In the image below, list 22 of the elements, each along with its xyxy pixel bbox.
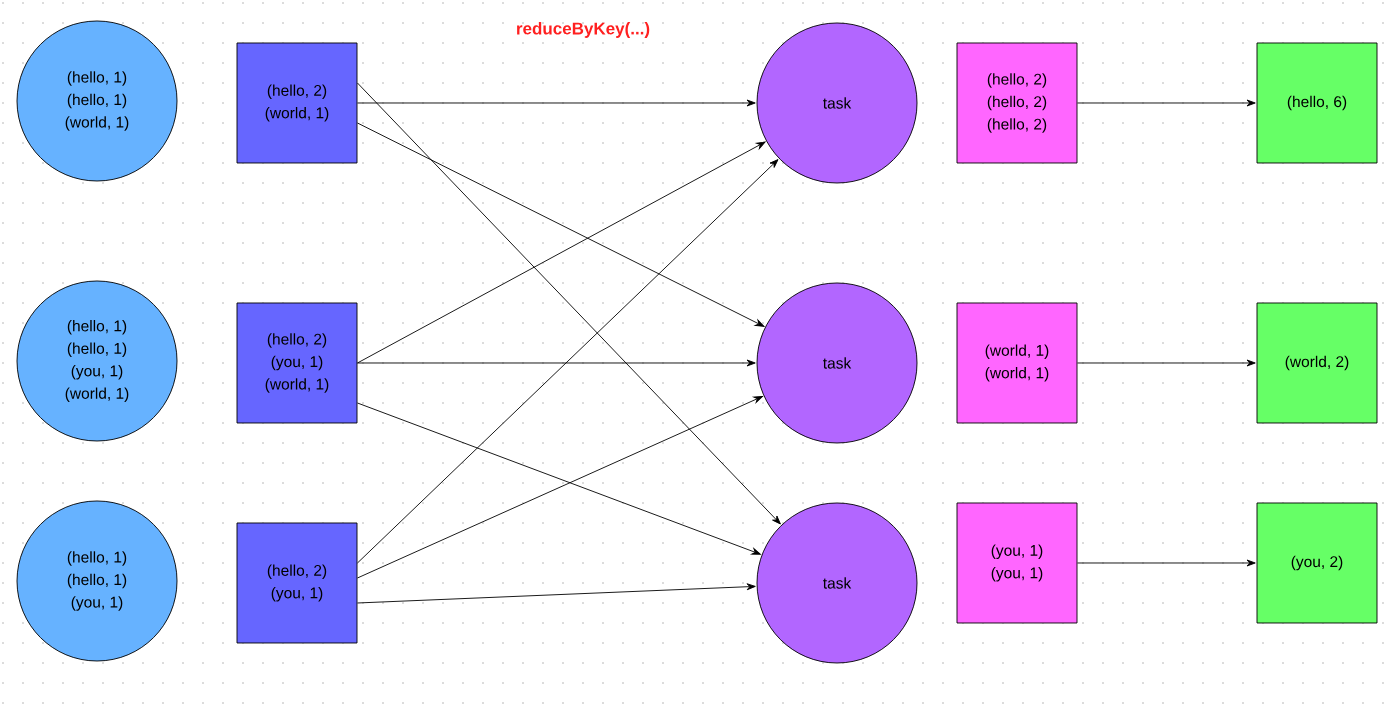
arrow xyxy=(1077,559,1256,567)
arrow xyxy=(357,99,756,107)
arrow xyxy=(357,583,756,604)
arrow xyxy=(357,82,781,525)
result-box: (world, 2) xyxy=(1256,302,1378,424)
partition-box: (hello, 2) (you, 1) xyxy=(236,522,358,644)
grouped-box: (hello, 2) (hello, 2) (hello, 2) xyxy=(956,42,1078,164)
arrow xyxy=(1077,99,1256,107)
arrow xyxy=(357,159,779,564)
partition-box: (hello, 2) (world, 1) xyxy=(236,42,358,164)
arrow xyxy=(357,141,766,364)
grouped-box: (world, 1) (world, 1) xyxy=(956,302,1078,424)
arrow xyxy=(357,396,763,579)
arrow xyxy=(1077,359,1256,367)
partition-box: (hello, 2) (you, 1) (world, 1) xyxy=(236,302,358,424)
grouped-box: (you, 1) (you, 1) xyxy=(956,502,1078,624)
result-box: (hello, 6) xyxy=(1256,42,1378,164)
arrow xyxy=(357,402,761,555)
result-box: (you, 2) xyxy=(1256,502,1378,624)
arrow xyxy=(357,359,756,367)
title: reduceByKey(...) xyxy=(517,22,650,38)
arrow xyxy=(357,122,765,327)
